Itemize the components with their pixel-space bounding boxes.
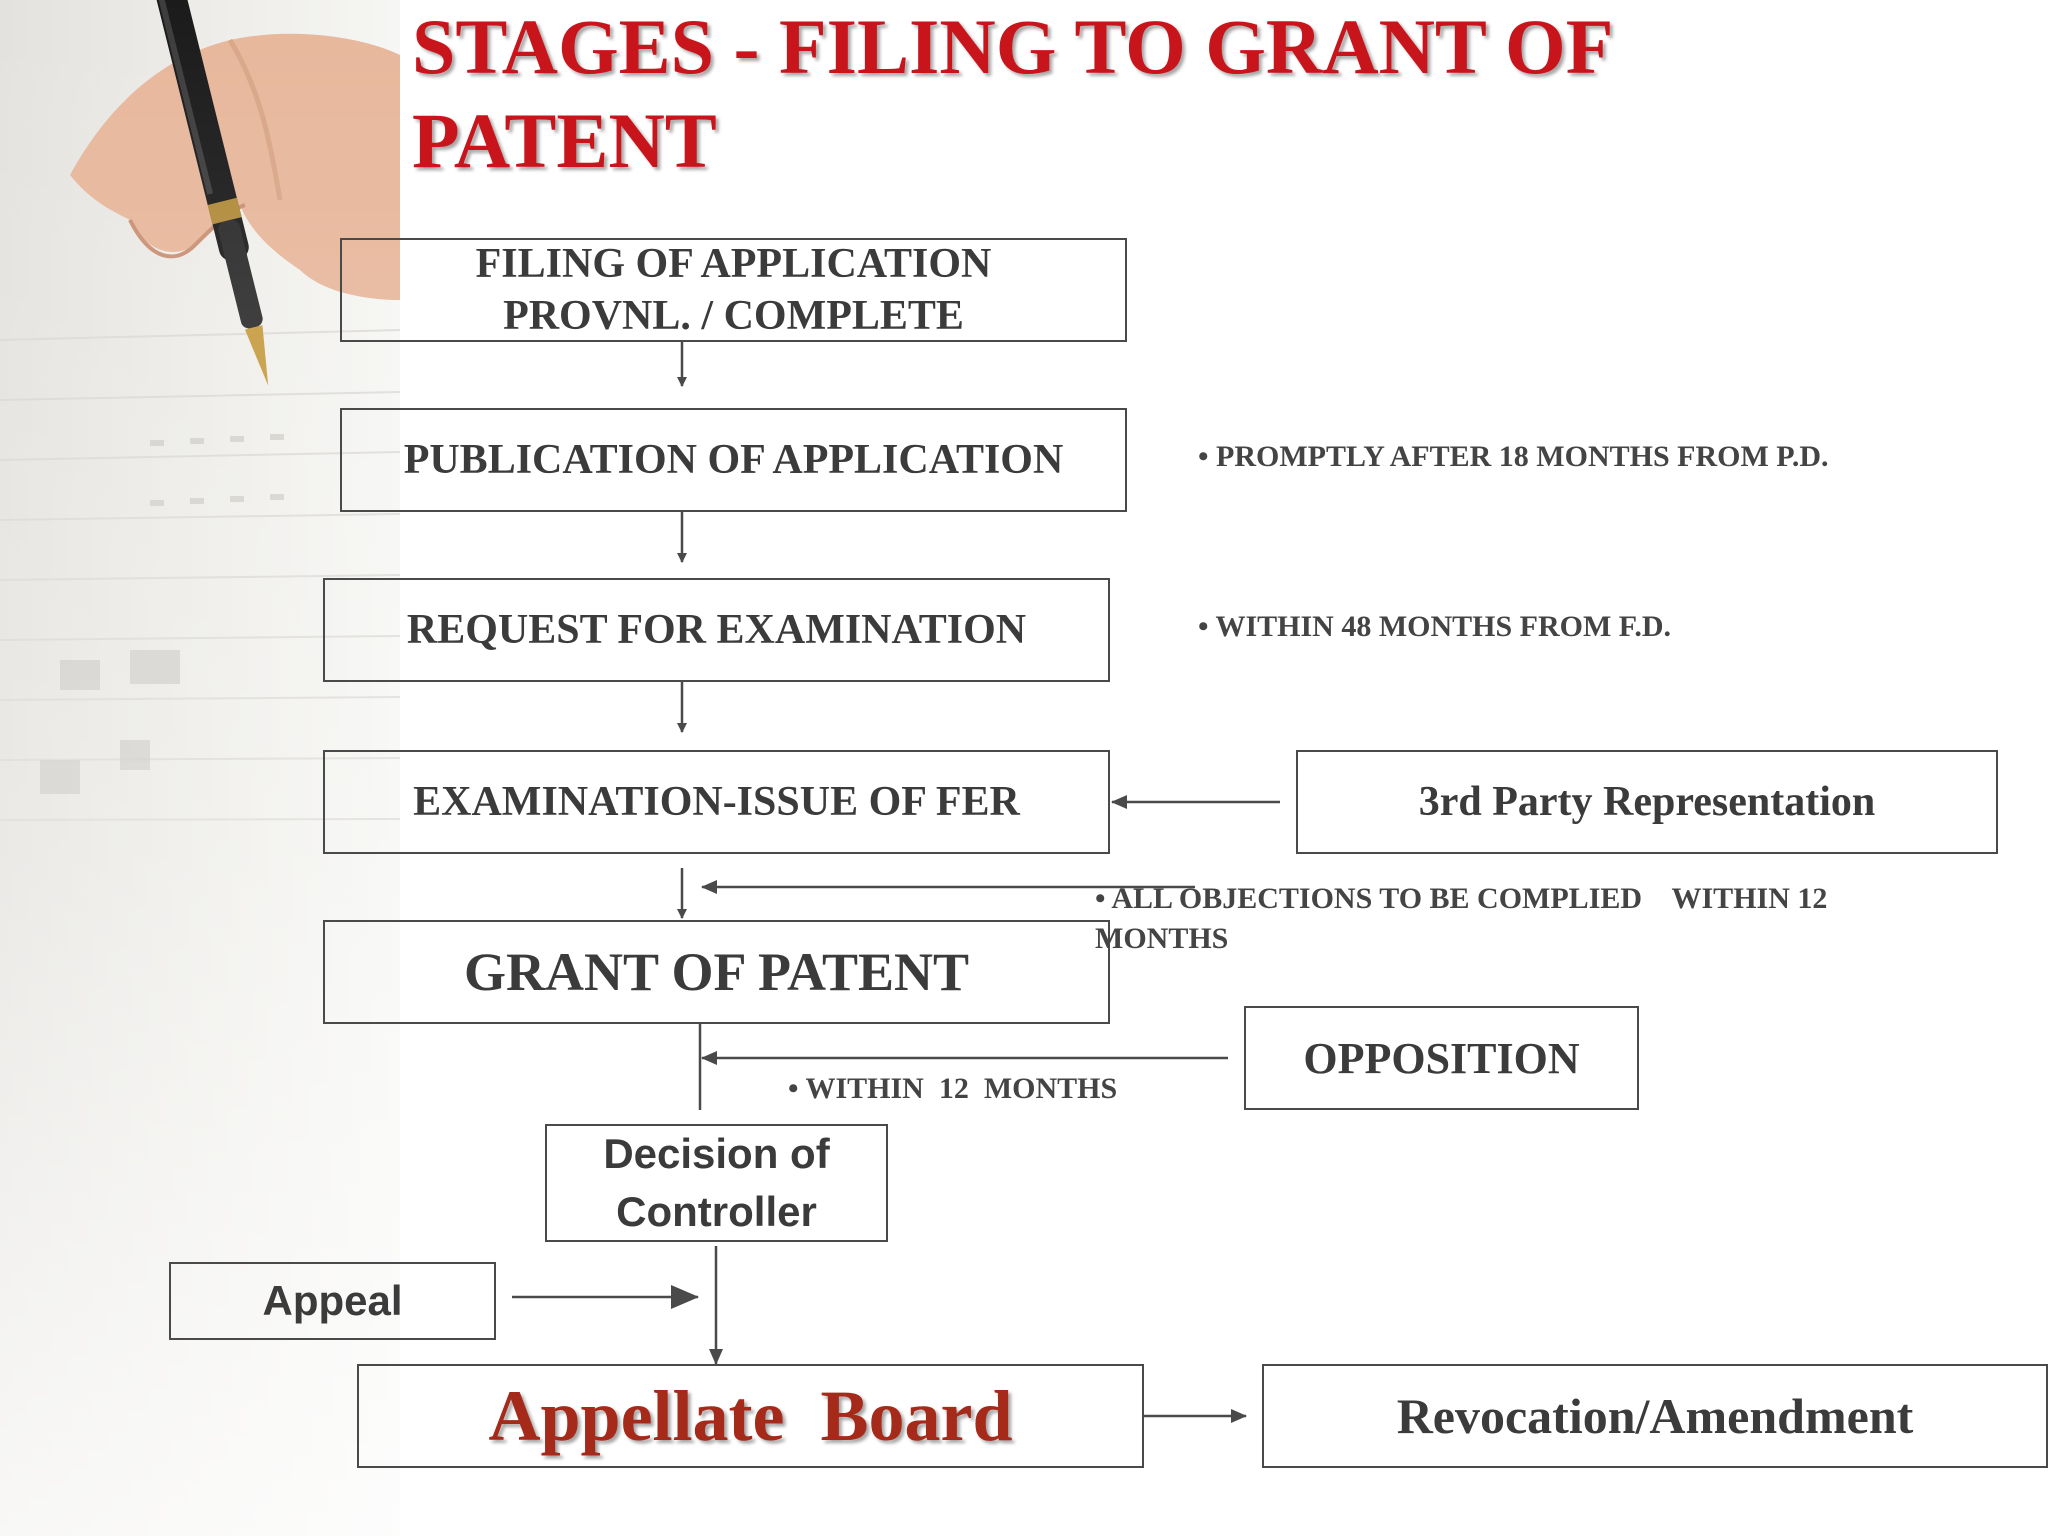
third-party-label: 3rd Party Representation bbox=[1419, 778, 1875, 826]
note-request-timing: • WITHIN 48 MONTHS FROM F.D. bbox=[1198, 610, 1671, 644]
grant-label: GRANT OF PATENT bbox=[464, 941, 969, 1003]
grant-of-patent-box: GRANT OF PATENT bbox=[323, 920, 1110, 1024]
appellate-label: Appellate Board bbox=[488, 1375, 1012, 1458]
examination-issue-of-fer-box: EXAMINATION-ISSUE OF FER bbox=[323, 750, 1110, 854]
publication-label: PUBLICATION OF APPLICATION bbox=[404, 436, 1064, 484]
decision-of-controller-box: Decision of Controller bbox=[545, 1124, 888, 1242]
note-objections-line-2: MONTHS bbox=[1095, 922, 1228, 956]
third-party-representation-box: 3rd Party Representation bbox=[1296, 750, 1998, 854]
note-opposition-timing: • WITHIN 12 MONTHS bbox=[788, 1072, 1117, 1106]
appellate-board-box: Appellate Board bbox=[357, 1364, 1144, 1468]
examination-label: EXAMINATION-ISSUE OF FER bbox=[413, 778, 1020, 826]
filing-of-application-box: FILING OF APPLICATION PROVNL. / COMPLETE bbox=[340, 238, 1127, 342]
request-label: REQUEST FOR EXAMINATION bbox=[407, 606, 1026, 654]
note-objections-line-1: • ALL OBJECTIONS TO BE COMPLIED WITHIN 1… bbox=[1095, 882, 1827, 916]
decision-line-2: Controller bbox=[616, 1183, 817, 1241]
appeal-label: Appeal bbox=[262, 1277, 402, 1325]
filing-line-2: PROVNL. / COMPLETE bbox=[503, 290, 964, 342]
revocation-label: Revocation/Amendment bbox=[1397, 1387, 1914, 1445]
request-for-examination-box: REQUEST FOR EXAMINATION bbox=[323, 578, 1110, 682]
publication-of-application-box: PUBLICATION OF APPLICATION bbox=[340, 408, 1127, 512]
note-publication-timing: • PROMPTLY AFTER 18 MONTHS FROM P.D. bbox=[1198, 440, 1829, 474]
revocation-amendment-box: Revocation/Amendment bbox=[1262, 1364, 2048, 1468]
appeal-box: Appeal bbox=[169, 1262, 496, 1340]
opposition-box: OPPOSITION bbox=[1244, 1006, 1639, 1110]
opposition-label: OPPOSITION bbox=[1303, 1033, 1579, 1084]
filing-line-1: FILING OF APPLICATION bbox=[476, 238, 992, 290]
decision-line-1: Decision of bbox=[603, 1125, 829, 1183]
